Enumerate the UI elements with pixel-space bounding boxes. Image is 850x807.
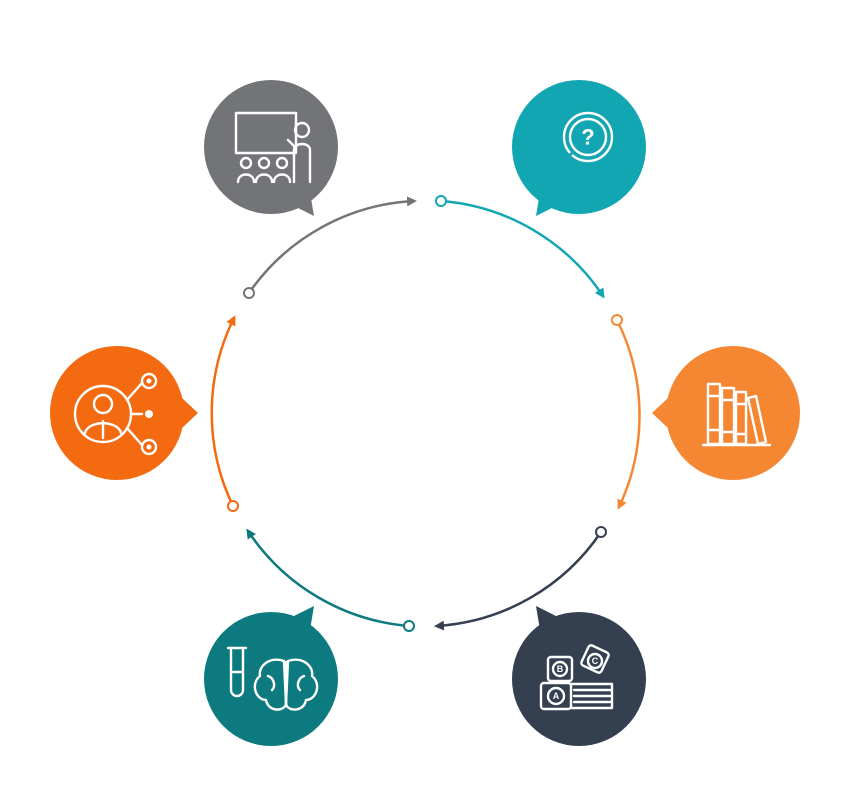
connector-library-to-basics [611, 314, 641, 510]
stage-library [652, 346, 800, 480]
person-network-icon [73, 372, 158, 456]
stage-science [204, 606, 338, 746]
block-c-glyph: C [592, 656, 599, 666]
question-glyph: ? [581, 125, 594, 150]
connector-science-to-network [246, 528, 415, 632]
stage-basics: B C A [512, 606, 646, 746]
magnifier-question-icon: ? [548, 111, 614, 177]
block-a-glyph: A [553, 691, 560, 701]
stage-research: ? [512, 80, 646, 216]
stage-teaching [204, 80, 338, 216]
connector-teaching-to-research [243, 196, 417, 299]
stage-network [50, 346, 198, 480]
presentation-icon [234, 111, 312, 184]
connector-research-to-library [435, 195, 605, 299]
brain-test-tube-icon [226, 646, 319, 711]
books-icon [701, 382, 772, 447]
block-b-glyph: B [557, 664, 564, 674]
abc-blocks-icon: B C A [539, 644, 614, 711]
connector-network-to-teaching [210, 315, 239, 512]
connector-basics-to-science [434, 526, 607, 631]
